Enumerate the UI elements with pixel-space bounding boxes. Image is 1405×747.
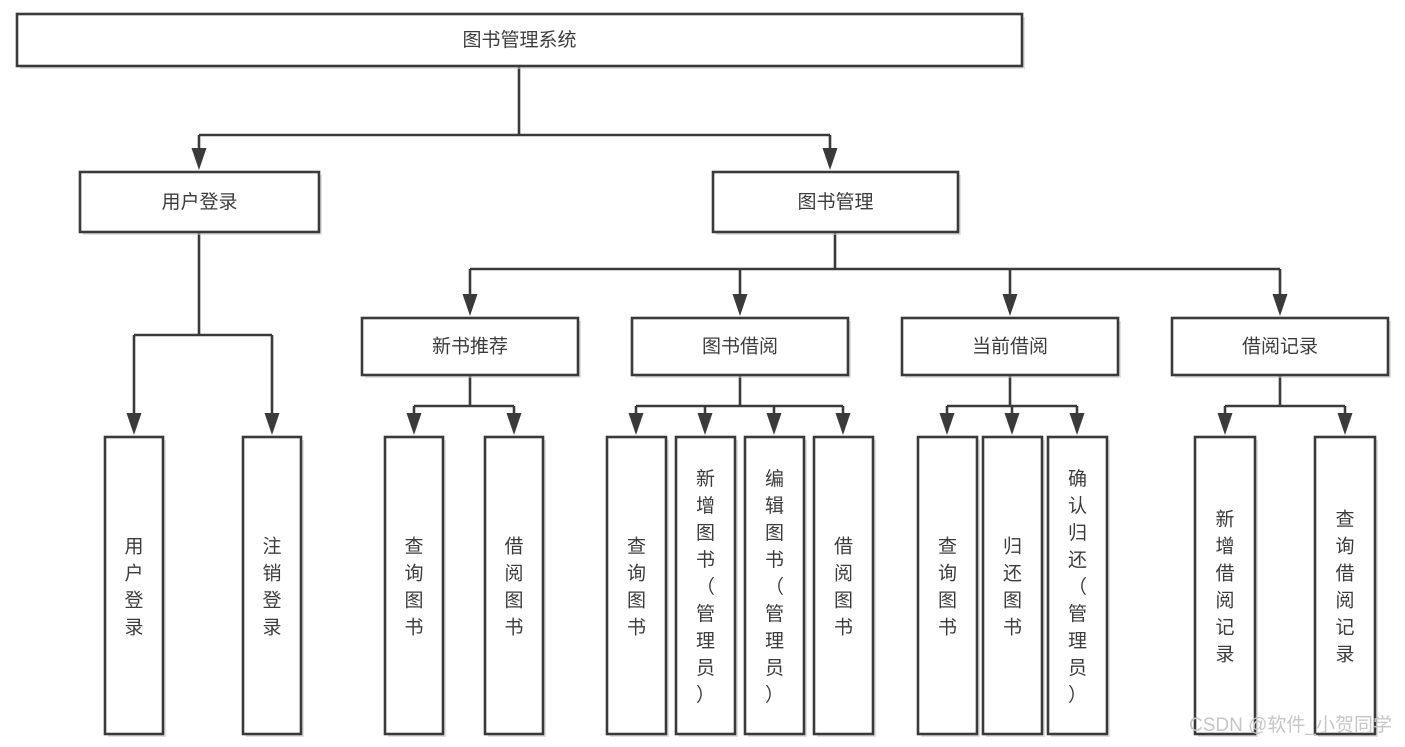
node-borrow-record[interactable]: 借阅记录 [1170, 316, 1391, 378]
node-rect[interactable] [1046, 435, 1109, 736]
node-rect[interactable] [15, 12, 1024, 68]
node-rect[interactable] [383, 435, 445, 736]
node-rect[interactable] [1313, 435, 1377, 736]
node-leaf-confirm-return[interactable]: 确认归还（管理员） [1046, 435, 1110, 737]
group-new-book-recommend-arrow-0-head [406, 413, 422, 435]
node-leaf-add-book[interactable]: 新增图书（管理员） [674, 435, 738, 737]
node-label: 图书管理 [797, 191, 873, 213]
node-label: 归还图书 [1003, 536, 1022, 639]
node-label: 图书借阅 [702, 336, 778, 358]
node-rect[interactable] [483, 435, 545, 736]
node-rect[interactable] [711, 170, 960, 234]
node-rect[interactable] [743, 435, 806, 736]
node-label: 图书管理系统 [462, 29, 576, 51]
node-leaf-borrow-book[interactable]: 借阅图书 [812, 435, 876, 737]
node-rect[interactable] [1193, 435, 1257, 736]
node-user-login[interactable]: 用户登录 [78, 170, 322, 235]
group-current-borrow-arrow-1-head [1004, 413, 1020, 435]
node-book-borrow[interactable]: 图书借阅 [630, 316, 851, 378]
book-manage-arrow-2-head [1002, 294, 1018, 316]
node-label: 新增借阅记录 [1215, 509, 1234, 666]
node-label: 注销登录 [262, 536, 281, 639]
node-rect[interactable] [241, 435, 303, 736]
group-new-book-recommend-arrow-1-head [506, 413, 522, 435]
node-leaf-add-borrow-record[interactable]: 新增借阅记录 [1193, 435, 1258, 737]
node-label: 查询图书 [404, 536, 423, 639]
node-label: 查询图书 [938, 536, 957, 639]
group-book-borrow-arrow-0-head [628, 413, 644, 435]
node-label: 查询借阅记录 [1335, 509, 1354, 666]
node-rect[interactable] [360, 316, 580, 377]
node-rect[interactable] [1170, 316, 1390, 377]
node-label: 新增图书（管理员） [696, 468, 715, 706]
node-rect[interactable] [981, 435, 1044, 736]
group-current-borrow-arrow-0-head [939, 413, 955, 435]
book-manage-arrow-1-head [732, 294, 748, 316]
node-label: 借阅记录 [1242, 336, 1318, 358]
node-leaf-user-login[interactable]: 用户登录 [103, 435, 166, 737]
node-label: 查询图书 [627, 536, 646, 639]
node-rect[interactable] [812, 435, 875, 736]
node-rect[interactable] [900, 316, 1120, 377]
node-rect[interactable] [605, 435, 668, 736]
csdn-watermark: CSDN @软件_小贺同学 [1189, 714, 1392, 736]
node-label: 借阅图书 [504, 536, 523, 639]
node-label: 新书推荐 [432, 336, 508, 358]
node-leaf-return-book[interactable]: 归还图书 [981, 435, 1045, 737]
node-rect[interactable] [916, 435, 979, 736]
node-rect[interactable] [630, 316, 850, 377]
node-leaf-query-book-recommend[interactable]: 查询图书 [383, 435, 446, 737]
user-login-arrow-0-head [126, 413, 142, 435]
group-borrow-record-arrow-0-head [1217, 413, 1233, 435]
group-current-borrow-arrow-2-head [1069, 413, 1085, 435]
node-layer: 图书管理系统用户登录图书管理新书推荐图书借阅当前借阅借阅记录用户登录注销登录查询… [15, 12, 1391, 737]
group-borrow-record-arrow-1-head [1337, 413, 1353, 435]
group-book-borrow-arrow-3-head [835, 413, 851, 435]
node-leaf-query-book-current[interactable]: 查询图书 [916, 435, 980, 737]
node-leaf-query-borrow-record[interactable]: 查询借阅记录 [1313, 435, 1378, 737]
node-book-manage[interactable]: 图书管理 [711, 170, 961, 235]
node-leaf-edit-book[interactable]: 编辑图书（管理员） [743, 435, 807, 737]
node-label: 用户登录 [161, 191, 237, 213]
node-rect[interactable] [674, 435, 737, 736]
group-book-borrow-arrow-1-head [697, 413, 713, 435]
root-arrow-0-head [191, 148, 207, 170]
node-label: 用户登录 [124, 537, 143, 639]
node-rect[interactable] [103, 435, 165, 736]
node-current-borrow[interactable]: 当前借阅 [900, 316, 1121, 378]
node-label: 当前借阅 [972, 336, 1048, 358]
node-leaf-logout[interactable]: 注销登录 [241, 435, 304, 737]
node-root[interactable]: 图书管理系统 [15, 12, 1025, 69]
book-manage-arrow-3-head [1272, 294, 1288, 316]
group-book-borrow-arrow-2-head [766, 413, 782, 435]
node-rect[interactable] [78, 170, 321, 234]
root-arrow-1-head [822, 148, 838, 170]
node-new-book-recommend[interactable]: 新书推荐 [360, 316, 581, 378]
book-manage-arrow-0-head [462, 294, 478, 316]
node-leaf-query-book-borrow[interactable]: 查询图书 [605, 435, 669, 737]
node-label: 借阅图书 [834, 536, 853, 639]
user-login-arrow-1-head [264, 413, 280, 435]
connector-layer [126, 66, 1353, 435]
node-label: 编辑图书（管理员） [765, 468, 784, 706]
node-label: 确认归还（管理员） [1068, 468, 1087, 706]
node-leaf-borrow-book-recommend[interactable]: 借阅图书 [483, 435, 546, 737]
